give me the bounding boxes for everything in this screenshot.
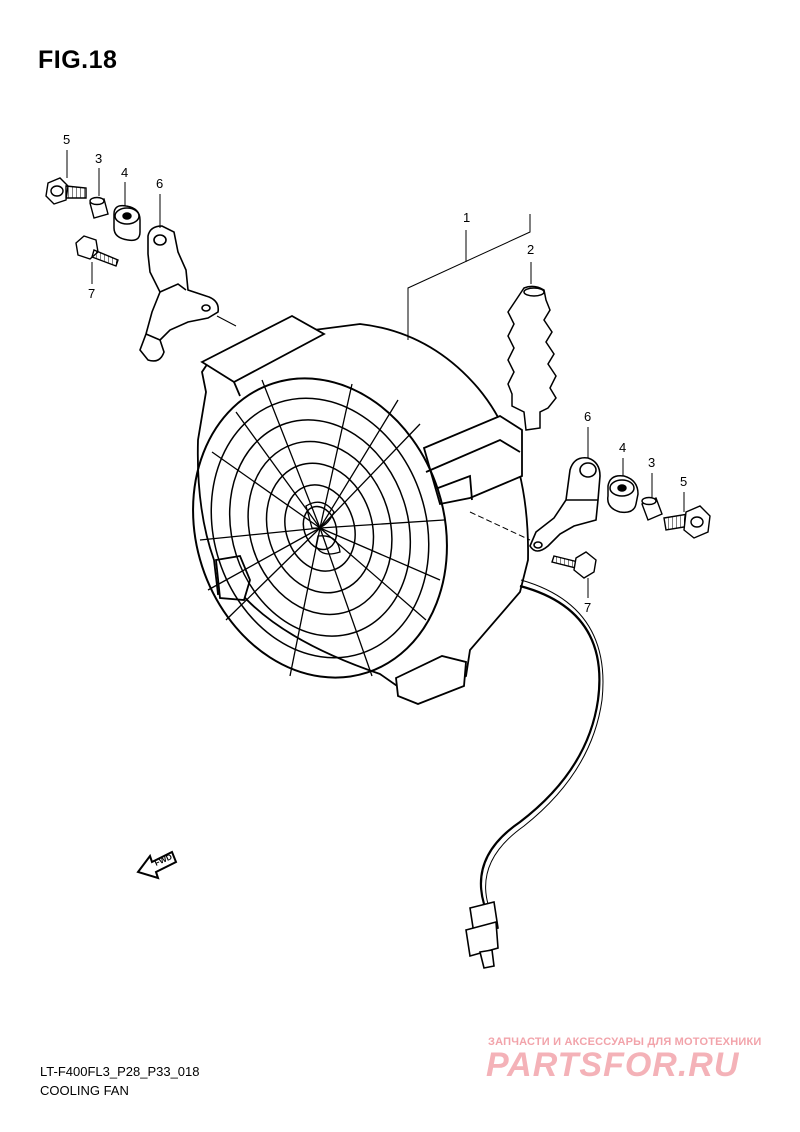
- screw-right: [551, 551, 597, 579]
- bracket-left: [139, 225, 220, 362]
- collar-left: [89, 196, 109, 219]
- cushion-right: [607, 474, 639, 514]
- callout-3-right: 3: [648, 455, 655, 470]
- screw-left: [75, 235, 119, 267]
- leader-bracket-right: [469, 511, 531, 541]
- cushion-left: [113, 204, 141, 242]
- callout-2: 2: [527, 242, 534, 257]
- diagram-code: LT-F400FL3_P28_P33_018: [40, 1064, 200, 1079]
- callout-6-right: 6: [584, 409, 591, 424]
- callout-4-left: 4: [121, 165, 128, 180]
- leader-bracket-left: [216, 315, 237, 327]
- fwd-direction-icon: FWD: [136, 850, 178, 880]
- fan-wire-harness: [479, 579, 604, 905]
- callout-1: 1: [463, 210, 470, 225]
- leader-fan-assembly: [407, 214, 531, 340]
- callout-7-left: 7: [88, 286, 95, 301]
- callout-4-right: 4: [619, 440, 626, 455]
- watermark-tagline: ЗАПЧАСТИ И АКСЕССУАРЫ ДЛЯ МОТОТЕХНИКИ: [488, 1036, 762, 1048]
- callout-7-right: 7: [584, 600, 591, 615]
- bolt-right: [663, 505, 711, 539]
- wire-connector: [465, 901, 499, 969]
- callout-5-left: 5: [63, 132, 70, 147]
- callout-3-left: 3: [95, 151, 102, 166]
- grommet: [507, 285, 557, 431]
- callout-6-left: 6: [156, 176, 163, 191]
- watermark-logo: PARTSFOR.RU: [486, 1046, 740, 1084]
- callout-labels: 1 2 3 4 5 6 7 6 4 3 5 7: [63, 132, 687, 615]
- bracket-right: [529, 456, 601, 552]
- collar-right: [641, 496, 663, 521]
- callout-5-right: 5: [680, 474, 687, 489]
- figure-title: FIG.18: [38, 46, 118, 74]
- fan-assembly: [196, 314, 529, 705]
- bolt-left: [45, 177, 87, 205]
- fan-shroud-grille: [192, 377, 448, 679]
- diagram-name: COOLING FAN: [40, 1083, 129, 1098]
- callout-leaders: [66, 150, 685, 598]
